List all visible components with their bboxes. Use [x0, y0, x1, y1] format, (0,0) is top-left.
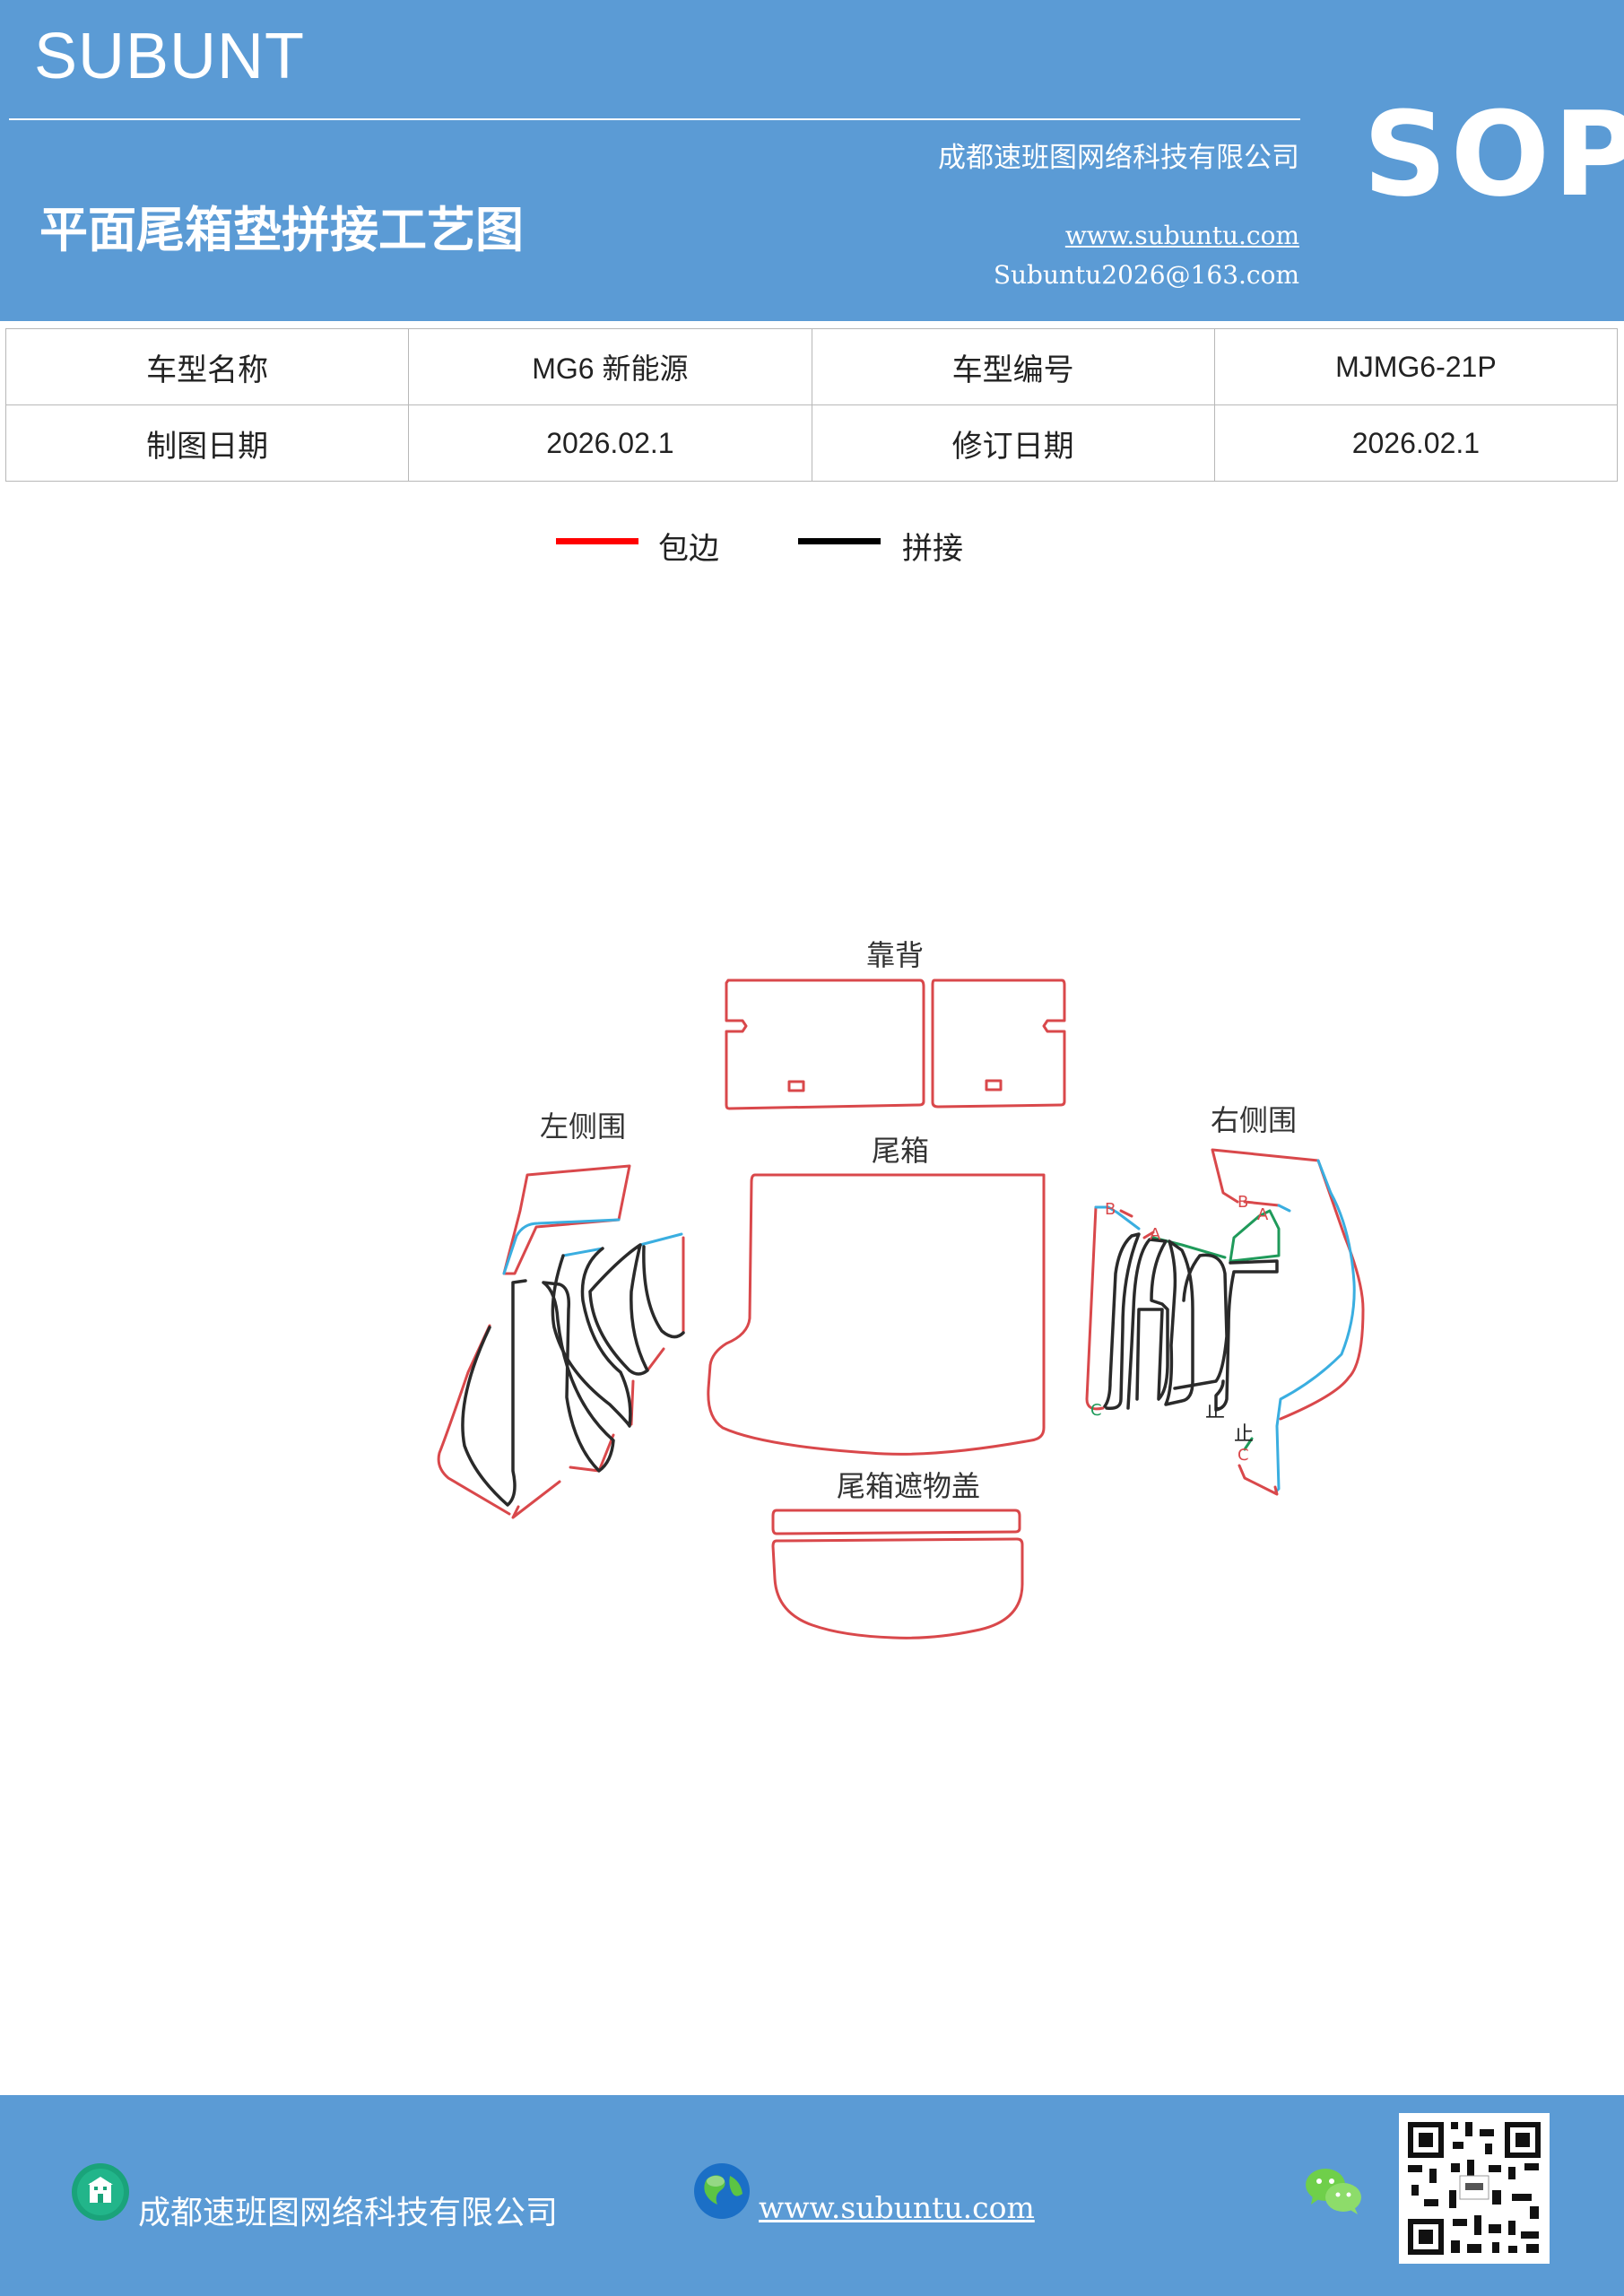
globe-icon — [694, 2163, 750, 2219]
right-side-seam-1 — [1103, 1232, 1141, 1411]
document-title: 平面尾箱垫拼接工艺图 — [39, 202, 524, 258]
backrest-right-slot — [985, 1079, 1003, 1091]
right-side-outer-piece — [1211, 1148, 1365, 1421]
table-row: 车型名称 MG6 新能源 车型编号 MJMG6-21P — [4, 328, 1619, 405]
splicing-diagram: 靠背 尾箱 尾箱遮物盖 左侧围 右侧围 B A C — [437, 938, 1365, 1639]
building-icon — [72, 2163, 129, 2221]
vehicle-info-table: 车型名称 MG6 新能源 车型编号 MJMG6-21P 制图日期 2026.02… — [4, 328, 1619, 482]
draw-date-label: 制图日期 — [4, 404, 410, 482]
backrest-left-slot — [787, 1080, 805, 1092]
header-divider — [9, 118, 1300, 120]
label-trunk-cover: 尾箱遮物盖 — [837, 1469, 980, 1503]
backrest-left-panel — [725, 978, 925, 1110]
marker-c-left: C — [1090, 1401, 1102, 1420]
revision-date-value: 2026.02.1 — [1213, 404, 1619, 482]
left-side-seam-1 — [461, 1279, 527, 1507]
legend-seam-swatch — [798, 538, 881, 544]
page-footer: 成都速班图网络科技有限公司 www.subuntu.com — [0, 2095, 1624, 2296]
email-address: Subuntu2026@163.com — [993, 260, 1299, 290]
trunk-cover-strip — [771, 1509, 1021, 1535]
footer-company-name: 成都速班图网络科技有限公司 — [138, 2195, 559, 2231]
legend-edge-swatch — [556, 538, 638, 544]
wechat-icon — [1306, 2169, 1361, 2214]
marker-stop-2: 止 — [1234, 1423, 1254, 1446]
right-side-seam-3 — [1164, 1239, 1229, 1406]
footer-website-link[interactable]: www.subuntu.com — [759, 2190, 1035, 2225]
marker-stop-1: 止 — [1205, 1400, 1225, 1422]
model-name-value: MG6 新能源 — [408, 328, 812, 405]
left-side-outer-piece — [437, 1236, 685, 1519]
marker-b-left: B — [1105, 1200, 1116, 1219]
qr-code[interactable] — [1399, 2113, 1550, 2264]
brand-name: SUBUNT — [34, 21, 306, 92]
company-name: 成都速班图网络科技有限公司 — [938, 142, 1299, 174]
label-backrest: 靠背 — [866, 938, 924, 972]
left-side-top-piece — [502, 1164, 631, 1275]
website-link[interactable]: www.subuntu.com — [1064, 221, 1299, 250]
left-side-seam-4 — [588, 1243, 685, 1376]
trunk-cover-panel — [771, 1537, 1024, 1639]
right-side-strip-blue — [1094, 1205, 1141, 1231]
marker-c-right: C — [1238, 1446, 1249, 1465]
right-side-seam-2 — [1126, 1238, 1169, 1410]
label-left-side: 左侧围 — [540, 1109, 626, 1144]
left-side-seam-2 — [542, 1281, 615, 1473]
legend-seam-label: 拼接 — [902, 531, 963, 567]
legend: 包边 拼接 — [554, 518, 985, 567]
left-side-blue-seam — [502, 1218, 683, 1275]
revision-date-label: 修订日期 — [811, 404, 1215, 482]
marker-a-left: A — [1150, 1225, 1161, 1244]
backrest-right-panel — [931, 978, 1066, 1109]
marker-b-right: B — [1238, 1193, 1248, 1212]
right-side-strip — [1085, 1205, 1279, 1496]
sop-badge: SOP — [1363, 86, 1624, 222]
label-trunk: 尾箱 — [872, 1134, 929, 1168]
label-right-side: 右侧围 — [1211, 1103, 1297, 1137]
model-code-value: MJMG6-21P — [1213, 328, 1619, 405]
trunk-mat — [707, 1173, 1046, 1456]
left-side-seam-3 — [551, 1247, 632, 1428]
page-header: SUBUNT 平面尾箱垫拼接工艺图 成都速班图网络科技有限公司 www.subu… — [0, 0, 1624, 321]
draw-date-value: 2026.02.1 — [408, 404, 812, 482]
model-code-label: 车型编号 — [811, 328, 1215, 405]
right-side-seam-4 — [1214, 1259, 1279, 1412]
model-name-label: 车型名称 — [4, 328, 410, 405]
legend-edge-label: 包边 — [658, 531, 719, 567]
marker-a-right: A — [1257, 1205, 1269, 1224]
table-row: 制图日期 2026.02.1 修订日期 2026.02.1 — [4, 404, 1619, 482]
right-side-blue-seam — [1273, 1159, 1356, 1494]
